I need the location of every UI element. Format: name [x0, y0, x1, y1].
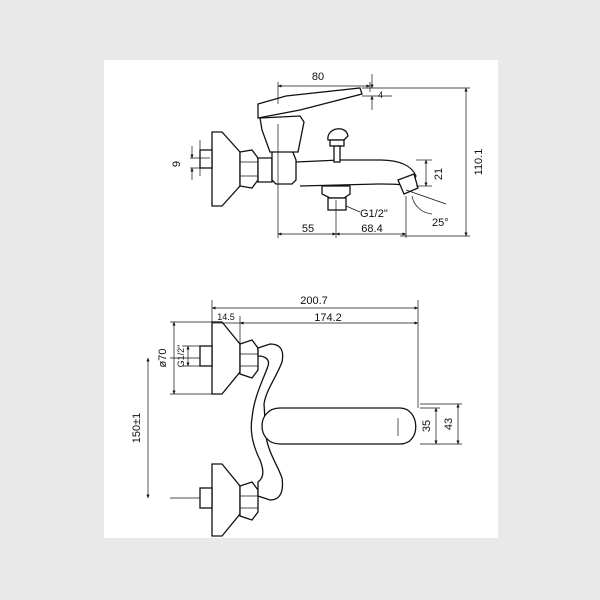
dim-top-thread: G1/2": [176, 345, 186, 368]
dim-top-centers: 150±1: [131, 413, 143, 444]
dim-side-inlet-offset: 9: [171, 161, 183, 167]
side-aerator: [397, 173, 419, 195]
top-lower-inlet-stub: [199, 487, 213, 509]
side-lever-handle: [257, 87, 363, 119]
top-upper-hex-nut: [239, 339, 259, 379]
top-lower-hex-nut: [239, 481, 259, 521]
top-handle-lozenge: [261, 407, 417, 445]
dim-side-axis-to-spout: 68.4: [361, 223, 382, 235]
dim-top-flange-diameter: ø70: [157, 349, 169, 368]
dim-top-handle-outer: 43: [443, 418, 455, 430]
dim-side-lever-gap: 4: [378, 90, 383, 100]
side-cartridge-housing: [259, 115, 305, 153]
top-view: 200.7 174.2 14.5 ø70 G1/2" 150±1 35 43: [131, 295, 462, 537]
dim-top-body-depth: 174.2: [314, 312, 342, 324]
dim-side-thread: G1/2": [360, 208, 388, 220]
top-lower-flange: [211, 463, 241, 537]
dim-side-angle: 25°: [432, 217, 449, 229]
side-diverter-knob: [327, 128, 349, 141]
side-connecting-pipe: [257, 157, 273, 183]
side-mixer-body: [271, 149, 297, 185]
top-upper-inlet-stub: [199, 345, 213, 367]
dim-top-total-depth: 200.7: [300, 295, 328, 307]
dim-top-flange-offset: 14.5: [217, 312, 235, 322]
dim-side-total-height: 110.1: [473, 149, 485, 176]
side-spout: [295, 159, 417, 187]
dim-side-spout-height: 21: [433, 168, 445, 180]
top-upper-flange: [211, 321, 241, 395]
side-view: 80 4 110.1 9 21 G1/2" 25° 55 68.4: [171, 71, 485, 238]
side-inlet-stub: [199, 149, 213, 169]
side-shower-outlet: [321, 185, 351, 199]
dim-side-wall-to-axis: 55: [302, 223, 314, 235]
side-wall-flange: [211, 131, 241, 207]
side-hex-nut: [239, 149, 259, 189]
dim-top-handle-width: 35: [421, 420, 433, 432]
dim-side-width: 80: [312, 71, 324, 83]
top-mixer-body: [250, 343, 284, 501]
